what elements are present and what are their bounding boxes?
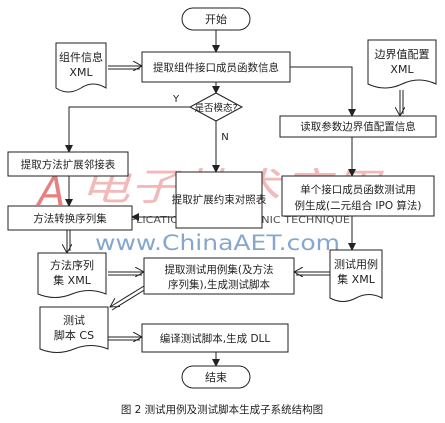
component-info-label-line2: XML: [69, 66, 93, 79]
end-terminal: [181, 365, 251, 389]
extract-members-box: [141, 51, 291, 83]
method-to-sequence-box: [7, 205, 133, 231]
test-case-xml-label-line1: 测试用例: [334, 257, 378, 271]
boundary-config-label-line1: 边界值配置: [375, 48, 430, 61]
test-script-cs-label-line2: 脚本 CS: [54, 328, 94, 342]
single-tests-label-line2: 例生成(二元组合 IPO 算法): [294, 199, 421, 212]
start-label: 开始: [205, 12, 227, 26]
extract-members-label: 提取组件接口成员函数信息: [153, 61, 279, 74]
component-info-label-line1: 组件信息: [59, 50, 103, 64]
test-case-xml-label-line2: 集 XML: [337, 272, 376, 286]
read-boundary-box: [279, 115, 437, 138]
method-adjacency-box: [7, 151, 129, 177]
modal-decision-label: 是否模态?: [194, 102, 237, 114]
modal-decision-diamond: [188, 92, 244, 122]
extract-test-cases-label-line1: 提取测试用例集(及方法: [164, 263, 273, 276]
component-info-document: [55, 42, 107, 93]
constraint-table-label: 提取扩展约束对照表: [172, 193, 267, 206]
single-tests-label-line1: 单个接口成员函数测试用: [300, 183, 416, 196]
test-script-cs-document: [39, 306, 109, 353]
method-sequence-xml-document: [37, 252, 107, 298]
start-terminal: [181, 7, 251, 31]
compile-label: 编译测试脚本,生成 DLL: [160, 332, 271, 345]
extract-test-cases-box: [143, 257, 295, 295]
method-adjacency-label: 提取方法扩展邻接表: [21, 158, 116, 171]
watermark-url: www.ChinaAET.com: [95, 231, 340, 255]
extract-test-cases-label-line2: 序列集),生成测试脚本: [168, 278, 270, 291]
read-boundary-label: 读取参数边界值配置信息: [300, 120, 416, 133]
compile-box: [141, 323, 289, 353]
edges: [65, 30, 403, 367]
figure-caption: 图 2 测试用例及测试脚本生成子系统结构图: [121, 403, 323, 416]
end-label: 结束: [205, 371, 227, 384]
decision-no-label: N: [221, 132, 228, 143]
constraint-table-box: [175, 171, 263, 229]
method-to-sequence-label: 方法转换序列集: [33, 212, 107, 225]
boundary-config-document: [367, 39, 437, 89]
boundary-config-label-line2: XML: [390, 63, 414, 76]
decision-yes-label: Y: [172, 94, 180, 105]
method-sequence-xml-label-line1: 方法序列: [50, 258, 94, 272]
test-script-cs-label-line1: 测试: [63, 314, 85, 327]
edge-extract-to-read-boundary: [290, 66, 356, 117]
edge-extract-tests-to-script: [110, 285, 145, 307]
single-tests-box: [281, 175, 435, 217]
method-sequence-xml-label-line2: 集 XML: [53, 273, 92, 287]
edge-decision-yes: [65, 106, 190, 153]
edge-extract-tests-to-script-2: [111, 288, 147, 311]
test-case-xml-document: [329, 249, 383, 302]
